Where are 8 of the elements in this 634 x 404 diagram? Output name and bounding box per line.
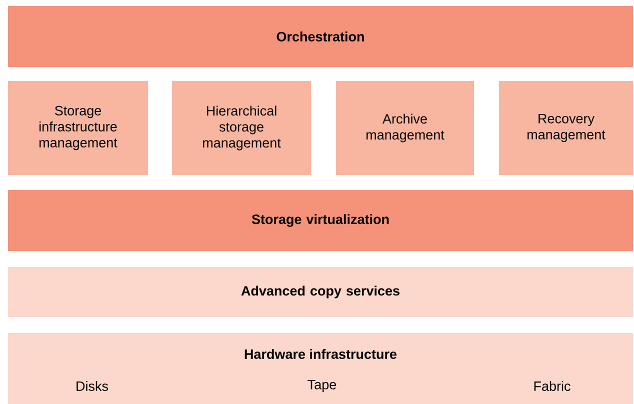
component-box: Archive management — [336, 81, 474, 175]
layer-band: Hardware infrastructure Disks Tape Fabric — [8, 333, 633, 404]
layer-band: Storage virtualization — [8, 190, 633, 251]
component-box: Hierarchical storage management — [172, 81, 311, 175]
layer-band: Orchestration — [8, 6, 633, 67]
component-box: Recovery management — [499, 81, 633, 175]
layer-band: Advanced copy services — [8, 267, 633, 317]
component-box: Storage infrastructure management — [8, 81, 148, 175]
